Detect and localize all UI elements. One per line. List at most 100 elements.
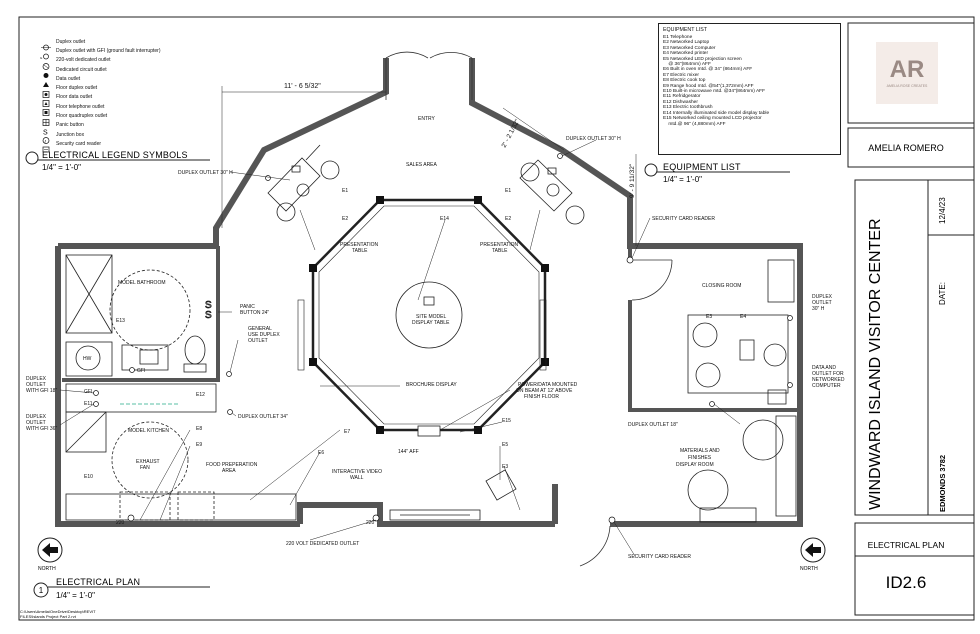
label-pres-left-2: TABLE xyxy=(352,248,368,254)
leader-e9 xyxy=(159,445,191,521)
project-title: WINDWARD ISLAND VISITOR CENTER xyxy=(867,218,884,510)
floor-quadruplex-outlet-icon xyxy=(40,113,52,126)
chair-left-1 xyxy=(320,160,340,180)
north-arrow-right: NORTH xyxy=(800,537,826,572)
label-power-2: ON BEAM AT 12' ABOVE xyxy=(516,388,573,394)
duplex-outlet-icon xyxy=(40,38,52,51)
south-door-swing xyxy=(579,525,611,567)
label-dup30-left: DUPLEX OUTLET 30" H xyxy=(178,170,233,176)
legend-view-marker xyxy=(25,151,39,165)
general-outlet-icon xyxy=(226,371,232,377)
label-data-1: DATA AND xyxy=(812,365,836,371)
leader-lines xyxy=(59,139,741,557)
plan-view-marker xyxy=(33,582,49,598)
equipment-item: E4 Networked printer xyxy=(663,51,709,57)
bathroom-fixtures xyxy=(65,254,207,377)
label-dup34: DUPLEX OUTLET 34" xyxy=(238,414,288,420)
v220-outlet-1-icon xyxy=(127,514,135,522)
dimension-lines xyxy=(221,86,637,246)
sheet-id-box xyxy=(854,522,975,616)
duplex-outlet-30-left-icon xyxy=(265,175,271,181)
tag-e10: E10 xyxy=(84,474,93,480)
label-gfi18-c: WITH GFI 18" xyxy=(26,388,57,394)
project-title-line: WINDWARD ISLAND VISITOR CENTER xyxy=(867,218,884,510)
legend-item: Dedicated circuit outlet xyxy=(40,65,170,79)
tag-e12: E12 xyxy=(196,392,205,398)
leader-general xyxy=(229,339,239,373)
label-gfi18-b: OUTLET xyxy=(26,382,46,388)
toilet-tank xyxy=(183,363,207,373)
label-gfi36-a: DUPLEX xyxy=(26,414,47,420)
sales-desk-right xyxy=(519,159,585,225)
legend-item-label: Security card reader xyxy=(56,140,102,147)
legend-item: Duplex outlet xyxy=(40,37,170,51)
label-dup18: DUPLEX OUTLET 18" xyxy=(628,422,678,428)
duplex-outlet-right-icon xyxy=(787,315,793,321)
octagon-inner xyxy=(318,205,540,425)
label-220-tag-1: 220 xyxy=(116,520,125,526)
tag-e1-right: E1 xyxy=(505,188,511,194)
label-pres-left-1: PRESENTATION xyxy=(340,242,379,248)
north-arrow-left-icon xyxy=(42,543,58,557)
equipment-header: EQUIPMENT LIST xyxy=(663,27,708,33)
legend-item-label: Floor telephone outlet xyxy=(56,103,105,110)
room-bathroom: MODEL BATHROOM xyxy=(118,280,166,286)
conference-desk xyxy=(687,314,789,394)
room-sales: SALES AREA xyxy=(406,162,438,168)
leader-power xyxy=(439,389,511,431)
materials-table xyxy=(742,419,784,461)
equipment-item: mtd.@ 96" (4,880mm) AFF xyxy=(663,121,726,127)
wall-bath-kitchen xyxy=(62,246,220,382)
water-heater xyxy=(75,345,101,371)
tag-e1-left: E1 xyxy=(342,188,348,194)
label-220: 220 VOLT DEDICATED OUTLET xyxy=(286,541,359,547)
chair-right-3 xyxy=(546,183,560,197)
plan-title: ELECTRICAL PLAN xyxy=(56,577,140,587)
legend-item: Floor quadruplex outlet xyxy=(40,111,170,126)
legend-item: 220-volt dedicated outlet xyxy=(40,56,170,70)
label-panic-2: BUTTON 24" xyxy=(240,310,269,316)
label-general-3: OUTLET xyxy=(248,338,268,344)
desk-right-top xyxy=(519,159,573,212)
label-pres-right-2: TABLE xyxy=(492,248,508,254)
kitchen-counter-bottom xyxy=(65,493,297,521)
label-data-4: COMPUTER xyxy=(812,383,841,389)
site-model-2: DISPLAY TABLE xyxy=(412,320,450,326)
post-7 xyxy=(309,358,317,366)
label-exhaust-1: EXHAUST xyxy=(136,459,160,465)
plan-view-number: 1 xyxy=(39,586,44,595)
wall-closing-materials xyxy=(628,300,800,412)
tag-e2-left: E2 xyxy=(342,216,348,222)
leader-dup30-left xyxy=(229,171,291,181)
gfi-outlet-icon: G xyxy=(40,47,52,60)
legend-item-label: Duplex outlet xyxy=(56,38,86,45)
materials-shelving xyxy=(775,415,797,517)
legend-item: Floor duplex outlet xyxy=(40,83,170,98)
credenza xyxy=(767,259,795,303)
leader-pres-left xyxy=(299,209,316,251)
equipment-item: E3 Networked Computer xyxy=(663,45,716,51)
label-dup-r-3: 30" H xyxy=(812,306,825,312)
label-gfi18-a: DUPLEX xyxy=(26,376,47,382)
chair-left-3 xyxy=(296,183,310,197)
logo-mark: AR xyxy=(890,56,925,83)
equipment-item: E1 Telephone xyxy=(663,35,693,40)
legend-item-label: 220-volt dedicated outlet xyxy=(56,57,111,64)
room-materials-2: FINISHES xyxy=(688,455,712,461)
label-general-1: GENERAL xyxy=(248,326,272,332)
svg-text:J: J xyxy=(44,138,46,143)
floor-data-outlet-icon xyxy=(40,94,52,107)
title-block: AR AMELIA ROSE CREATES AMELIA ROMERO WIN… xyxy=(847,22,975,616)
v220-outlet-2-icon xyxy=(372,514,380,522)
legend-scale: 1/4" = 1'-0" xyxy=(42,163,81,172)
leader-e7 xyxy=(249,429,341,501)
kitchen-fixtures xyxy=(65,383,297,521)
equipment-item: E12 Dishwasher xyxy=(663,99,698,105)
label-power-1: POWER/DATA MOUNTED xyxy=(518,382,578,388)
floor-duplex-outlet-icon xyxy=(40,85,52,98)
project-box xyxy=(854,179,975,516)
label-power-3: FINISH FLOOR xyxy=(524,394,559,400)
legend-item-label: Floor data outlet xyxy=(56,94,93,101)
